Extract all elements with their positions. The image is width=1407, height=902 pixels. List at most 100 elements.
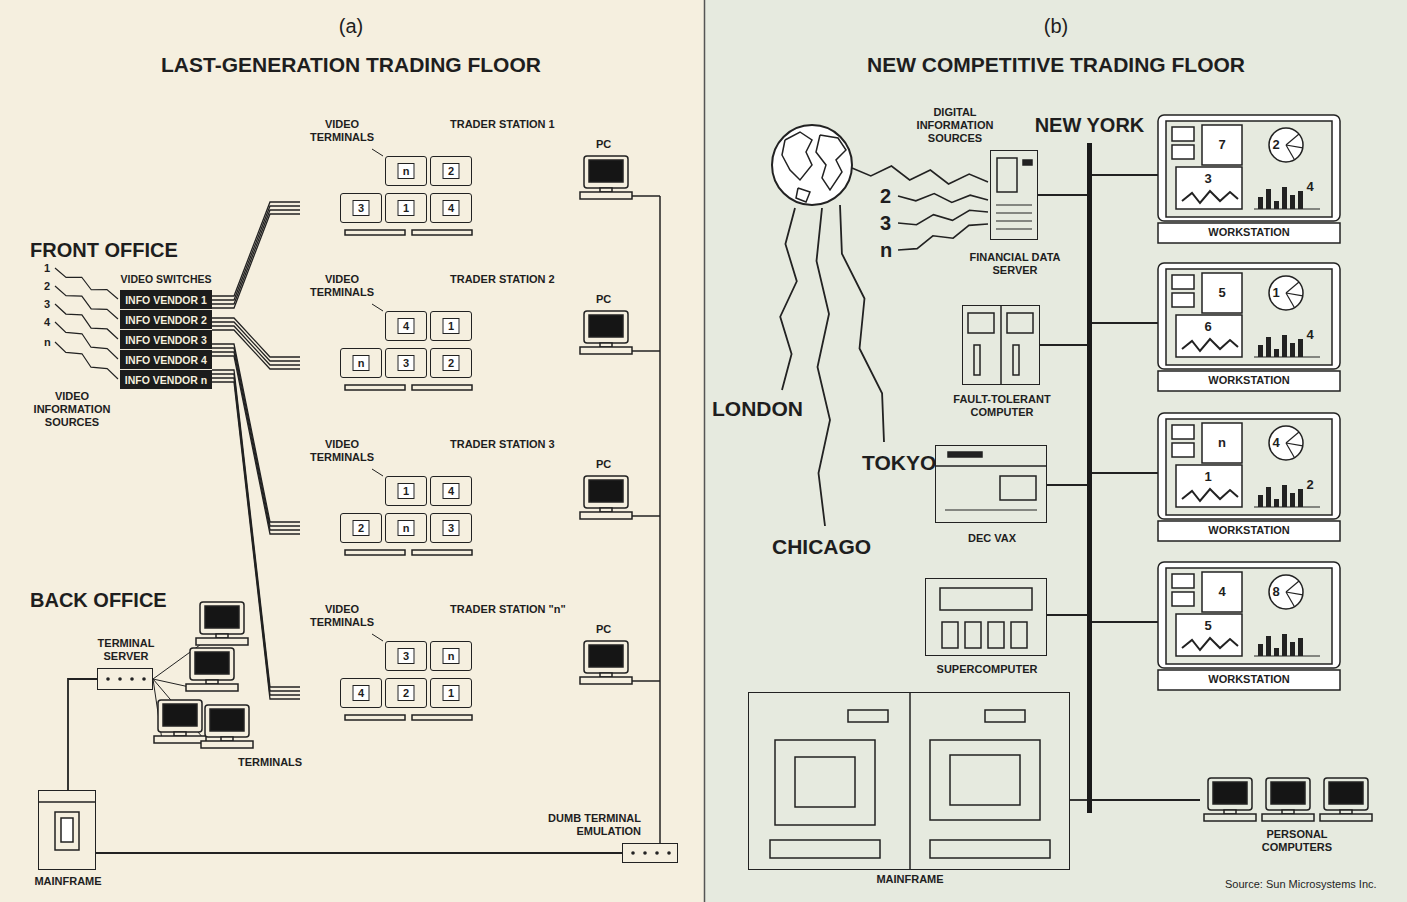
pc-screen (210, 709, 244, 731)
pie-slice (1286, 443, 1295, 458)
signal-zigzag (55, 286, 118, 319)
pc-monitor (1208, 778, 1252, 810)
pc-keyboard (580, 347, 632, 354)
bar (1298, 191, 1303, 209)
pc-screen (589, 160, 623, 182)
port-dot (142, 677, 146, 681)
cable (212, 352, 300, 530)
callout-number: 1 (398, 483, 415, 499)
window-box (1202, 273, 1242, 313)
cabinet-line (38, 801, 96, 803)
pc-screen (1329, 782, 1363, 804)
desk (345, 715, 405, 720)
window-box (1202, 423, 1242, 463)
bar (1266, 337, 1271, 357)
panel-ground (0, 0, 704, 902)
video-terminal: 4 (385, 311, 427, 341)
server-line (996, 229, 1032, 230)
desk (345, 385, 405, 390)
pc-keyboard (1262, 814, 1314, 821)
callout-number: 3 (1193, 171, 1223, 187)
callout-number: 4 (1261, 435, 1291, 451)
network-wire (632, 515, 660, 517)
bar (1298, 638, 1303, 656)
cabinet-panel (775, 740, 875, 825)
callout-number: 4 (443, 483, 460, 499)
cabinet-line (909, 692, 911, 870)
source-number: 3 (880, 211, 891, 235)
supercomputer: SUPERCOMPUTER (925, 578, 1047, 656)
pc-keyboard (196, 638, 248, 645)
video-terminal: 1 (385, 193, 427, 223)
callout-number: 2 (1295, 477, 1325, 493)
bar (1282, 187, 1287, 209)
pc-screen (1271, 782, 1305, 804)
window-box (1202, 125, 1242, 165)
pc-keyboard (580, 677, 632, 684)
cabinet-drawer (770, 840, 880, 858)
vax-line (935, 465, 1047, 467)
monitor-screen (1166, 419, 1332, 515)
vendor-box: INFO VENDOR n (120, 370, 212, 389)
callout-number: 1 (1261, 285, 1291, 301)
network-link (1047, 485, 1087, 486)
video-terminal: n (430, 641, 472, 671)
device-label: WORKSTATION (1158, 524, 1340, 537)
pc-keyboard (580, 192, 632, 199)
cable (96, 852, 622, 854)
pie-slice (1286, 592, 1303, 595)
window-box (1176, 315, 1242, 357)
callout-number: 7 (1207, 137, 1237, 153)
callout-label: VIDEO TERMINALS (304, 438, 380, 464)
bar (1258, 197, 1263, 209)
section-title: FRONT OFFICE (30, 238, 178, 262)
line-chart (1182, 638, 1238, 650)
signal-zigzag (55, 342, 118, 379)
server-line (996, 205, 1032, 206)
device-label: PC (596, 458, 611, 471)
window-box (1172, 127, 1194, 141)
pc-keyboard (201, 741, 253, 748)
device-label: WORKSTATION (1158, 226, 1340, 239)
pc-screen (589, 315, 623, 337)
device-label: PC (596, 138, 611, 151)
port-dot (667, 851, 671, 855)
bar (1282, 485, 1287, 507)
pc-keyboard (154, 736, 206, 743)
cable (212, 348, 300, 526)
heading: VIDEO SWITCHES (110, 273, 222, 286)
vendor-name: INFO VENDOR 4 (125, 353, 207, 366)
source-number: n (44, 336, 51, 349)
window-box (1172, 275, 1194, 289)
trader-station: TRADER STATION 1VIDEO TERMINALSn2314 (300, 118, 590, 243)
pc-monitor (584, 156, 628, 188)
video-terminal: n (385, 156, 427, 186)
callout-number: 2 (443, 163, 460, 179)
bar (1282, 634, 1287, 656)
source-number: 1 (44, 262, 50, 275)
callout-label: VIDEO TERMINALS (304, 603, 380, 629)
vax-panel (1000, 476, 1036, 500)
pc-monitor (1324, 778, 1368, 810)
callout-label: TERMINALS (238, 756, 302, 769)
callout-number: 1 (443, 318, 460, 334)
city-label: LONDON (712, 396, 803, 421)
terminal-server: TERMINAL SERVER (97, 668, 153, 690)
callout-number: 5 (1207, 285, 1237, 301)
callout-number: 1 (398, 200, 415, 216)
super-module (1011, 622, 1027, 648)
signal-zigzag (898, 210, 988, 225)
workstation: n412WORKSTATION (1158, 413, 1340, 543)
network-wire (632, 195, 660, 197)
panel-letter: (a) (0, 14, 702, 38)
pc-screen (205, 606, 239, 628)
video-terminal: 2 (430, 156, 472, 186)
video-terminal: n (340, 348, 382, 378)
bar (1290, 343, 1295, 357)
monitor-frame (1158, 413, 1340, 519)
video-terminal: 4 (430, 476, 472, 506)
video-terminal: 3 (340, 193, 382, 223)
network-link (1092, 473, 1158, 474)
desk (345, 230, 405, 235)
bar (1274, 201, 1279, 209)
